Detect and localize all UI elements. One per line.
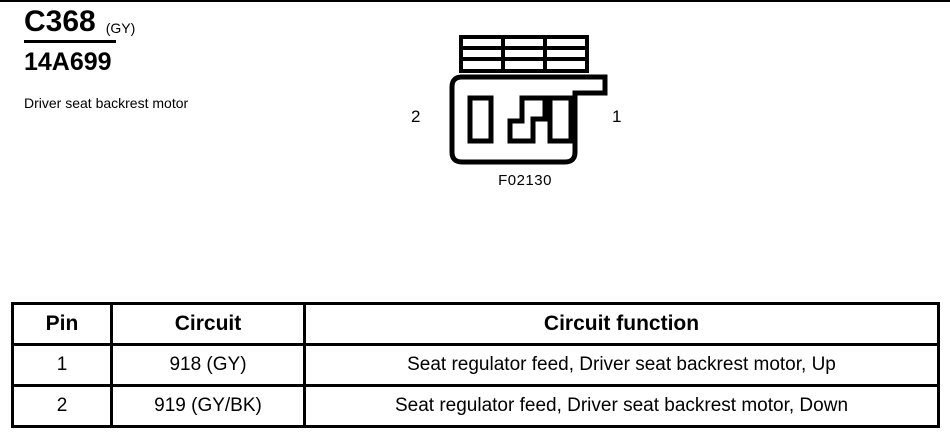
pin-table-head: Pin Circuit Circuit function xyxy=(11,302,940,346)
connector-id: C368 xyxy=(24,5,96,38)
connector-id-underline xyxy=(24,40,116,43)
connector-body-outline xyxy=(449,74,608,165)
connector-color-code: (GY) xyxy=(105,20,136,36)
cell-circuit: 919 (GY/BK) xyxy=(110,384,306,428)
connector-drawing-code: F02130 xyxy=(498,172,552,189)
pin-table-body: 1 918 (GY) Seat regulator feed, Driver s… xyxy=(11,343,940,428)
connector-latch-grid xyxy=(459,35,589,73)
pin-cavity-1 xyxy=(547,95,574,144)
column-header-pin: Pin xyxy=(11,302,113,346)
connector-face-svg xyxy=(449,35,608,165)
column-header-circuit-function: Circuit function xyxy=(303,302,940,346)
page-top-rule xyxy=(0,0,950,2)
cell-circuit-function: Seat regulator feed, Driver seat backres… xyxy=(303,343,940,387)
connector-id-row: C368 (GY) xyxy=(24,6,384,38)
pin-cavity-2 xyxy=(467,95,494,144)
cell-pin: 2 xyxy=(11,384,113,428)
connector-diagram: 2 1 F02130 xyxy=(400,20,650,200)
pin-number-label-1: 1 xyxy=(612,107,622,126)
pin-table: Pin Circuit Circuit function 1 918 (GY) … xyxy=(11,302,940,428)
connector-keying-slot xyxy=(507,95,548,144)
cell-pin: 1 xyxy=(11,343,113,387)
cell-circuit: 918 (GY) xyxy=(110,343,306,387)
connector-description: Driver seat backrest motor xyxy=(24,95,189,111)
connector-part-number: 14A699 xyxy=(24,48,112,76)
pin-table-container: Pin Circuit Circuit function 1 918 (GY) … xyxy=(11,302,940,428)
pin-number-label-2: 2 xyxy=(411,107,421,126)
table-row: 2 919 (GY/BK) Seat regulator feed, Drive… xyxy=(11,384,940,428)
table-row: 1 918 (GY) Seat regulator feed, Driver s… xyxy=(11,343,940,387)
cell-circuit-function: Seat regulator feed, Driver seat backres… xyxy=(303,384,940,428)
table-header-row: Pin Circuit Circuit function xyxy=(11,302,940,346)
column-header-circuit: Circuit xyxy=(110,302,306,346)
connector-header: C368 (GY) 14A699 Driver seat backrest mo… xyxy=(24,6,384,113)
